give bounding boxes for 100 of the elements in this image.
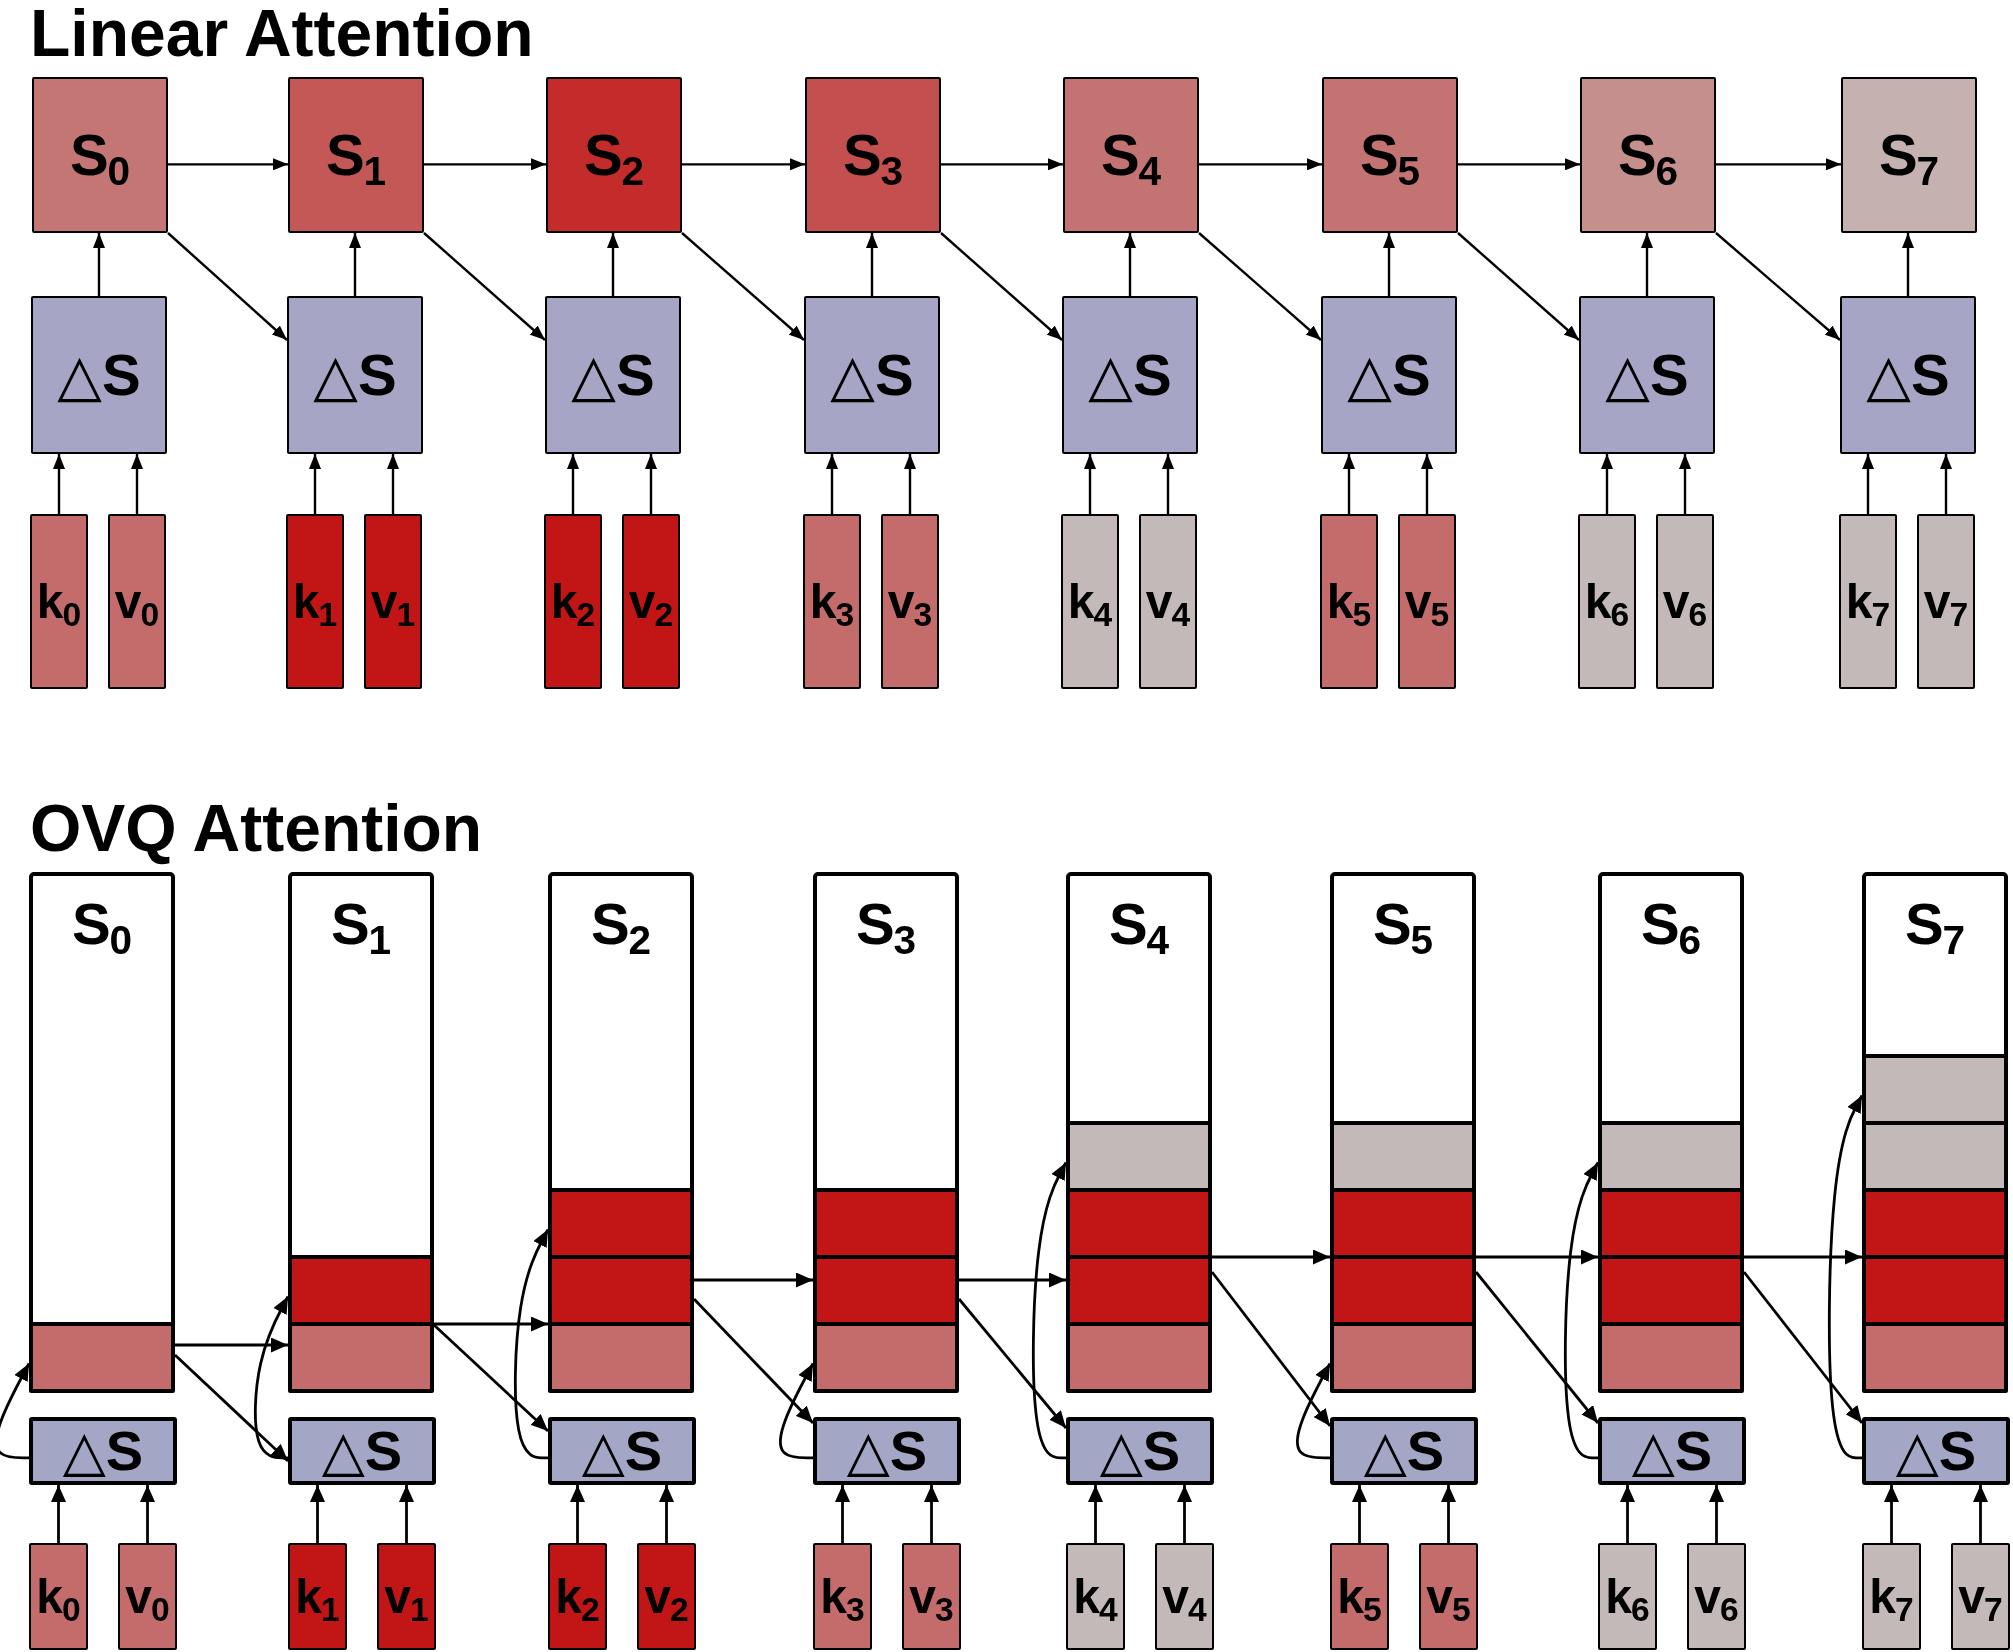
state-box	[1580, 77, 1716, 233]
arrow	[1744, 1249, 1862, 1265]
arrow	[1940, 454, 1952, 514]
value-box	[1419, 1543, 1478, 1650]
key-label: k$_{6}$	[1584, 573, 1630, 630]
key-box	[1061, 514, 1119, 689]
arrow	[607, 233, 619, 296]
value-label: v$_{1}$	[370, 573, 416, 630]
state-label: S$_{0}$	[71, 891, 133, 958]
value-label: v$_{2}$	[628, 573, 674, 630]
key-label: k$_{3}$	[820, 1568, 865, 1625]
key-label: k$_{7}$	[1869, 1568, 1914, 1625]
state-label: S$_{2}$	[590, 891, 652, 958]
value-label: v$_{2}$	[644, 1568, 689, 1625]
key-box	[30, 514, 88, 689]
key-label: k$_{5}$	[1326, 573, 1372, 630]
update-box	[1330, 1417, 1478, 1485]
arrow	[1457, 232, 1580, 341]
arrow	[174, 1353, 289, 1463]
state-label: S$_{3}$	[855, 891, 917, 958]
key-box	[288, 1543, 347, 1650]
update-box	[1862, 1417, 2010, 1485]
arrow	[1352, 1485, 1367, 1543]
key-box	[544, 514, 602, 689]
section-title: Linear Attention	[30, 0, 534, 66]
key-box	[1598, 1543, 1657, 1650]
key-label: k$_{7}$	[1845, 573, 1891, 630]
update-label: △S	[57, 341, 141, 409]
update-label: △S	[571, 341, 655, 409]
key-box	[1330, 1543, 1389, 1650]
update-box	[545, 296, 681, 454]
key-box	[803, 514, 861, 689]
arrow	[570, 1485, 585, 1543]
key-box	[1839, 514, 1897, 689]
value-label: v$_{4}$	[1145, 573, 1191, 630]
arrow	[567, 454, 579, 514]
arrow	[1383, 233, 1395, 296]
update-label: △S	[581, 1423, 663, 1479]
value-box	[1656, 514, 1714, 689]
value-label: v$_{7}$	[1923, 573, 1969, 630]
arrow	[1421, 454, 1433, 514]
value-box	[1917, 514, 1975, 689]
update-label: △S	[1605, 341, 1689, 409]
value-label: v$_{7}$	[1958, 1568, 2003, 1625]
arrow	[1902, 233, 1914, 296]
value-box	[364, 514, 422, 689]
value-box	[881, 514, 939, 689]
arrow	[310, 1485, 325, 1543]
arrow	[1441, 1485, 1456, 1543]
arrow	[175, 1337, 288, 1353]
memory-slot	[29, 1322, 175, 1393]
update-label: △S	[321, 1423, 403, 1479]
state-box	[1322, 77, 1458, 233]
update-box	[31, 296, 167, 454]
arrow	[941, 158, 1063, 171]
state-label: S$_{5}$	[1372, 891, 1434, 958]
update-label: △S	[846, 1423, 928, 1479]
key-box	[1578, 514, 1636, 689]
value-box	[1398, 514, 1456, 689]
curved-arrow	[1031, 1161, 1068, 1460]
arrow	[1973, 1485, 1988, 1543]
state-box	[32, 77, 168, 233]
value-label: v$_{6}$	[1662, 573, 1708, 630]
arrow	[309, 454, 321, 514]
value-box	[1155, 1543, 1214, 1650]
state-box	[546, 77, 682, 233]
state-label: S$_{6}$	[1617, 121, 1679, 189]
arrow	[904, 454, 916, 514]
update-box	[1598, 1417, 1746, 1485]
update-label: △S	[1088, 341, 1172, 409]
arrow	[1715, 232, 1841, 341]
update-box	[287, 296, 423, 454]
value-box	[1951, 1543, 2010, 1650]
arrow	[1177, 1485, 1192, 1543]
state-label: S$_{7}$	[1904, 891, 1966, 958]
value-label: v$_{0}$	[114, 573, 160, 630]
state-label: S$_{1}$	[325, 121, 387, 189]
arrow	[1088, 1485, 1103, 1543]
update-box	[804, 296, 940, 454]
key-label: k$_{1}$	[292, 573, 338, 630]
arrow	[131, 454, 143, 514]
arrow	[1162, 454, 1174, 514]
key-box	[29, 1543, 88, 1650]
arrow	[399, 1485, 414, 1543]
update-label: △S	[1866, 341, 1950, 409]
memory-column	[288, 872, 434, 1393]
arrow	[1716, 158, 1841, 171]
key-label: k$_{6}$	[1605, 1568, 1650, 1625]
memory-column	[29, 872, 175, 1393]
state-box	[1841, 77, 1977, 233]
value-label: v$_{3}$	[909, 1568, 954, 1625]
arrow	[1641, 233, 1653, 296]
arrow	[1476, 1249, 1598, 1265]
key-box	[1320, 514, 1378, 689]
arrow	[681, 232, 805, 341]
update-label: △S	[1631, 1423, 1713, 1479]
arrow	[826, 454, 838, 514]
state-box	[1063, 77, 1199, 233]
value-box	[118, 1543, 177, 1650]
curved-arrow	[1295, 1362, 1332, 1460]
